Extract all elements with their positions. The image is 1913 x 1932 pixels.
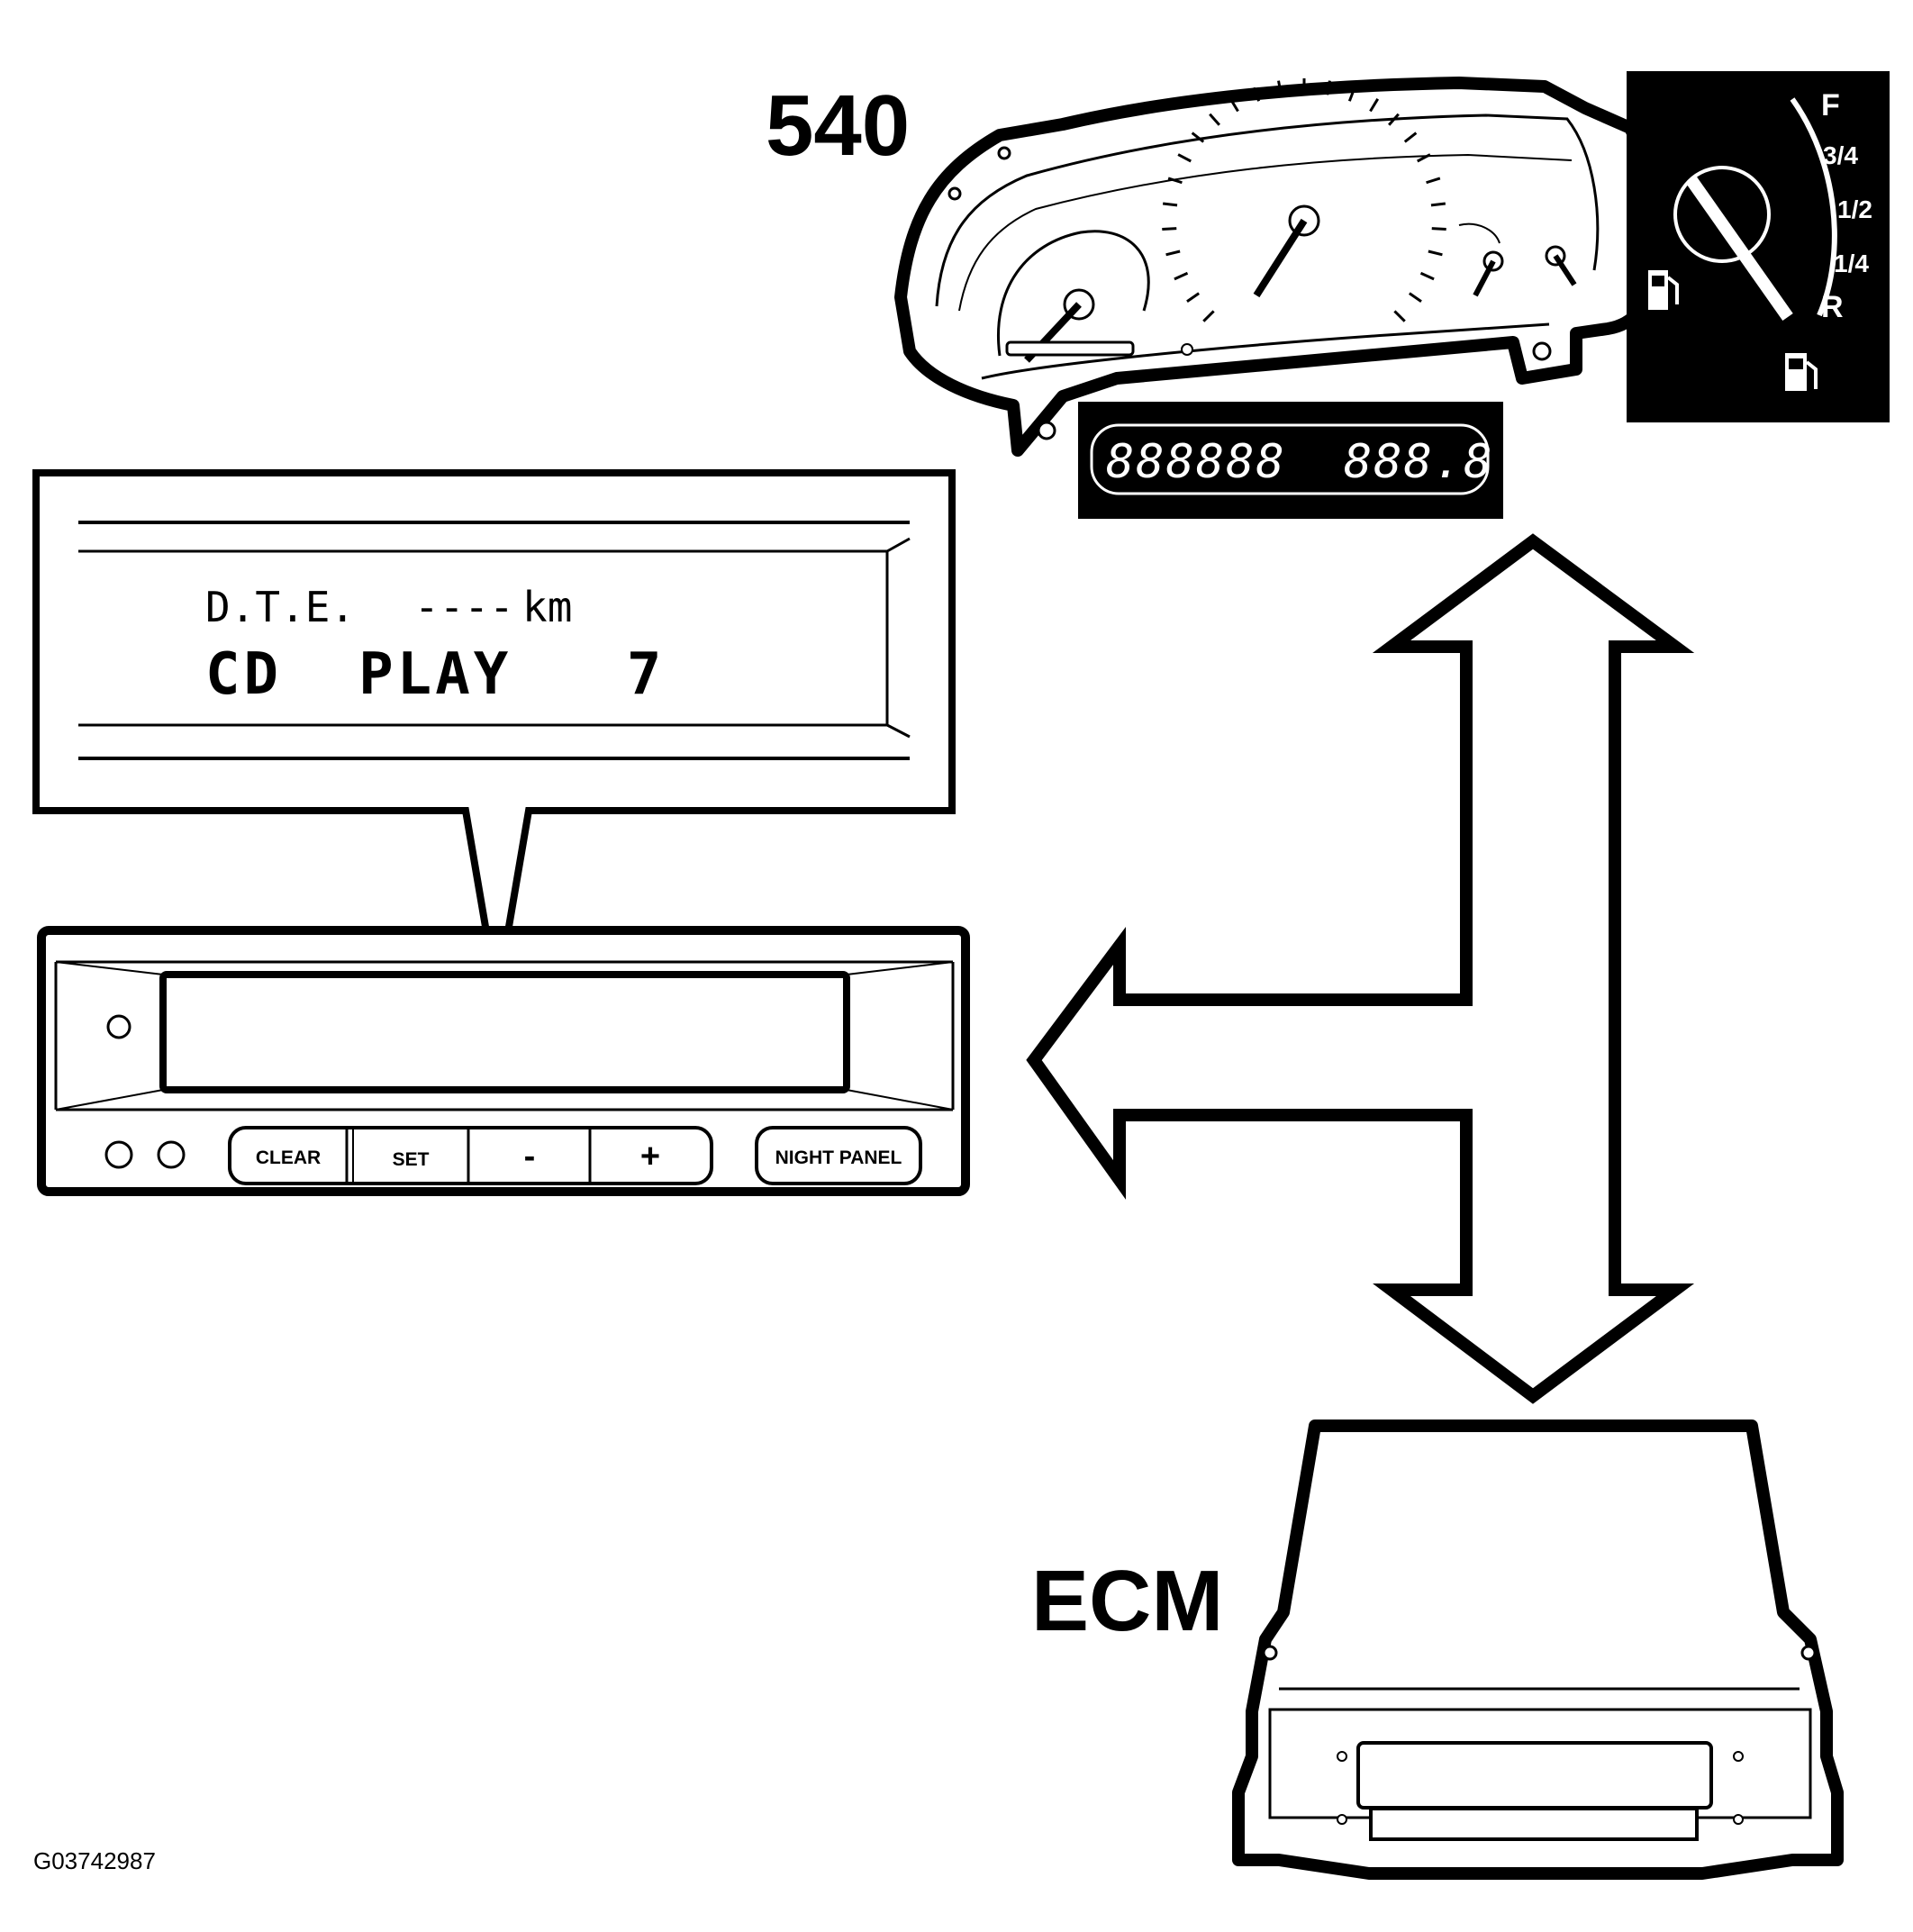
display-callout: D.T.E. ---- km CD PLAY 7: [32, 469, 956, 996]
fuel-pump-icon: [1785, 353, 1818, 391]
night-panel-button[interactable]: NIGHT PANEL: [755, 1126, 922, 1185]
speedometer-tick: [1417, 153, 1431, 163]
speedometer-tick: [1165, 249, 1181, 257]
mount-hole: [947, 186, 962, 201]
speedometer-tick: [1388, 113, 1400, 126]
speedometer-tick: [1277, 80, 1283, 95]
speedometer-tick: [1430, 202, 1446, 207]
ecm-connector: [1356, 1741, 1713, 1810]
odometer-total: 888888: [1106, 435, 1286, 489]
cluster-label: 540: [766, 77, 910, 174]
speedometer-tick: [1209, 113, 1220, 126]
speedometer-tick: [1186, 292, 1200, 303]
indicator-lamp: [1181, 343, 1193, 356]
plus-button-label: +: [640, 1138, 660, 1175]
ecm-module: [1232, 1420, 1844, 1880]
speedometer-tick: [1326, 80, 1331, 95]
fuel-mark-quarter: 1/4: [1834, 249, 1869, 277]
night-panel-button-label: NIGHT PANEL: [775, 1147, 902, 1168]
ecm-label: ECM: [1031, 1553, 1223, 1649]
speedometer-tick: [1252, 86, 1261, 102]
fuel-mark-reserve: R: [1821, 290, 1844, 324]
clear-button-label: CLEAR: [256, 1147, 321, 1168]
speedometer-tick: [1162, 202, 1178, 207]
speedometer: [1162, 78, 1446, 322]
fuel-needle: [1686, 176, 1793, 322]
speedometer-tick: [1191, 132, 1205, 143]
mount-hole: [1800, 1645, 1817, 1661]
odometer-panel: 888888 888.8: [1078, 402, 1503, 519]
odometer-trip: 888.8: [1344, 435, 1494, 489]
fuel-mark-full: F: [1821, 88, 1840, 122]
dte-unit: km: [522, 583, 572, 631]
speedometer-tick: [1177, 153, 1192, 163]
button-group: [228, 1126, 713, 1185]
fuel-mark-three-quarter: 3/4: [1823, 141, 1858, 169]
info-display-unit: CLEAR SET - + NIGHT PANEL: [37, 926, 970, 1196]
speedometer-tick: [1162, 227, 1177, 231]
speedometer-tick: [1431, 227, 1446, 231]
speedometer-tick: [1174, 271, 1189, 281]
speedometer-tick: [1347, 86, 1356, 102]
left-gauge: [997, 230, 1150, 363]
speedometer-tick: [1409, 292, 1422, 303]
minus-button-label: -: [524, 1138, 536, 1175]
fuel-gauge-hub: [1673, 166, 1771, 263]
mount-hole: [1532, 341, 1552, 361]
speedometer-tick: [1419, 271, 1435, 281]
small-gauge-temp: [1458, 222, 1504, 297]
indicator-led: [104, 1140, 133, 1169]
speedometer-tick: [1403, 132, 1418, 143]
instrument-cluster: [894, 77, 1661, 457]
speedometer-tick: [1393, 310, 1406, 322]
indicator-led: [157, 1140, 186, 1169]
speedometer-tick: [1369, 98, 1380, 113]
fuel-pump-small-icon: [1648, 270, 1679, 310]
minus-button[interactable]: -: [470, 1130, 588, 1181]
light-sensor: [106, 1014, 131, 1039]
fuel-gauge-inset: F 3/4 1/2 1/4 R: [1627, 71, 1890, 422]
dte-label: D.T.E.: [205, 583, 355, 631]
speedometer-tick: [1426, 177, 1441, 185]
speedometer-tick: [1202, 310, 1215, 322]
set-button-label: SET: [393, 1149, 430, 1170]
plus-button[interactable]: +: [592, 1130, 709, 1181]
clear-button[interactable]: CLEAR: [232, 1130, 345, 1181]
display-screen: [159, 971, 850, 1093]
figure-code: G03742987: [33, 1847, 156, 1874]
set-button[interactable]: SET: [355, 1130, 467, 1181]
small-gauge-fuel: [1545, 245, 1577, 286]
cd-play-status: CD PLAY 7: [205, 641, 665, 708]
speedometer-tick: [1228, 98, 1239, 113]
mount-hole: [1037, 421, 1056, 440]
dte-value: ----: [414, 583, 514, 631]
mount-hole: [997, 146, 1011, 160]
bidirectional-arrow: [1026, 533, 1695, 1404]
speedometer-tick: [1428, 249, 1443, 257]
fuel-mark-half: 1/2: [1837, 195, 1872, 223]
data-bus-arrows: [1026, 533, 1695, 1404]
speedometer-tick: [1167, 177, 1183, 185]
mount-hole: [1262, 1645, 1278, 1661]
